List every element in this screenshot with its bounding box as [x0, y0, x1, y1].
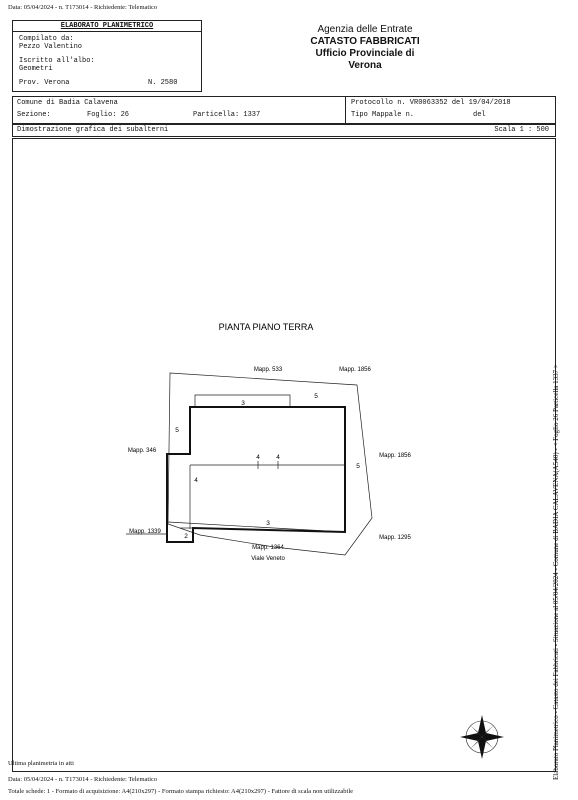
- building-outline: [166, 406, 346, 543]
- sub-number-4-a: 4: [256, 454, 260, 461]
- top-meta-line: Data: 05/04/2024 - n. T173014 - Richiede…: [8, 4, 158, 11]
- agency-header: Agenzia delle Entrate CATASTO FABBRICATI…: [300, 24, 430, 72]
- plan-title: PIANTA PIANO TERRA: [219, 322, 314, 332]
- bottom-meta-line-2: Totale schede: 1 - Formato di acquisizio…: [8, 788, 354, 795]
- compilato-name: Pezzo Valentino: [19, 43, 83, 51]
- ufficio-city: Verona: [348, 60, 382, 71]
- dimostrazione-text: Dimostrazione grafica dei subalterni: [17, 126, 169, 134]
- sub-number-4-b: 4: [276, 454, 280, 461]
- compilato-label: Compilato da:: [19, 35, 74, 43]
- sub-number-3-top: 3: [241, 400, 245, 407]
- label-mapp-346: Mapp. 346: [128, 448, 157, 454]
- ultima-planimetria-note: Ultima planimetria in atti: [8, 760, 74, 767]
- elaborato-header-box: ELABORATO PLANIMETRICO Compilato da: Pez…: [12, 20, 202, 92]
- agency-name: Agenzia delle Entrate: [317, 24, 413, 35]
- elaborato-title: ELABORATO PLANIMETRICO: [13, 21, 201, 32]
- info-box: Comune di Badia Calavena Sezione: Foglio…: [12, 96, 556, 124]
- scala-text: Scala 1 : 500: [494, 126, 549, 134]
- label-mapp-1856-right: Mapp. 1856: [379, 453, 411, 459]
- label-mapp-1295: Mapp. 1295: [379, 535, 411, 541]
- comune-text: Comune di Badia Calavena: [17, 99, 118, 107]
- albo-number: N. 2580: [148, 79, 178, 87]
- iscritto-label: Iscritto all'albo:: [19, 57, 95, 65]
- lot-boundary: [167, 372, 373, 556]
- dimostrazione-bar: Dimostrazione grafica dei subalterni Sca…: [12, 124, 556, 137]
- foglio-text: Foglio: 26: [87, 111, 130, 119]
- sub-number-5-right: 5: [356, 463, 360, 470]
- sub-number-4-left: 4: [194, 477, 198, 484]
- label-mapp-533: Mapp. 533: [254, 367, 283, 373]
- prov-label: Prov. Verona: [19, 79, 70, 87]
- sub-number-5-top: 5: [314, 393, 318, 400]
- label-mapp-1364: Mapp. 1364: [252, 545, 284, 551]
- sub-number-2: 2: [184, 533, 188, 540]
- catasto-name: CATASTO FABBRICATI: [310, 36, 420, 47]
- bottom-meta-line-1: Data: 05/04/2024 - n. T173014 - Richiede…: [8, 776, 158, 783]
- tipo-mappale-text: Tipo Mappale n.: [351, 111, 415, 119]
- sub-number-3-bottom: 3: [266, 520, 270, 527]
- info-divider: [345, 97, 346, 123]
- particella-text: Particella: 1337: [193, 111, 261, 119]
- iscritto-value: Geometri: [19, 65, 53, 73]
- side-vertical-text: Elaborato Planimetrico - Catasto dei Fab…: [552, 364, 560, 780]
- drawing-frame: [12, 138, 556, 772]
- ufficio-name: Ufficio Provinciale di: [315, 48, 415, 59]
- sub-number-5-left: 5: [175, 427, 179, 434]
- sub-3-top-area: [194, 394, 291, 407]
- sezione-text: Sezione:: [17, 111, 51, 119]
- north-compass-icon: [460, 715, 504, 759]
- label-viale-veneto: Viale Veneto: [251, 556, 285, 562]
- protocollo-text: Protocollo n. VR0063352 del 19/04/2018: [351, 99, 511, 107]
- del-text: del: [473, 111, 486, 119]
- label-mapp-1339: Mapp. 1339: [129, 529, 161, 535]
- label-mapp-1856-top: Mapp. 1856: [339, 367, 371, 373]
